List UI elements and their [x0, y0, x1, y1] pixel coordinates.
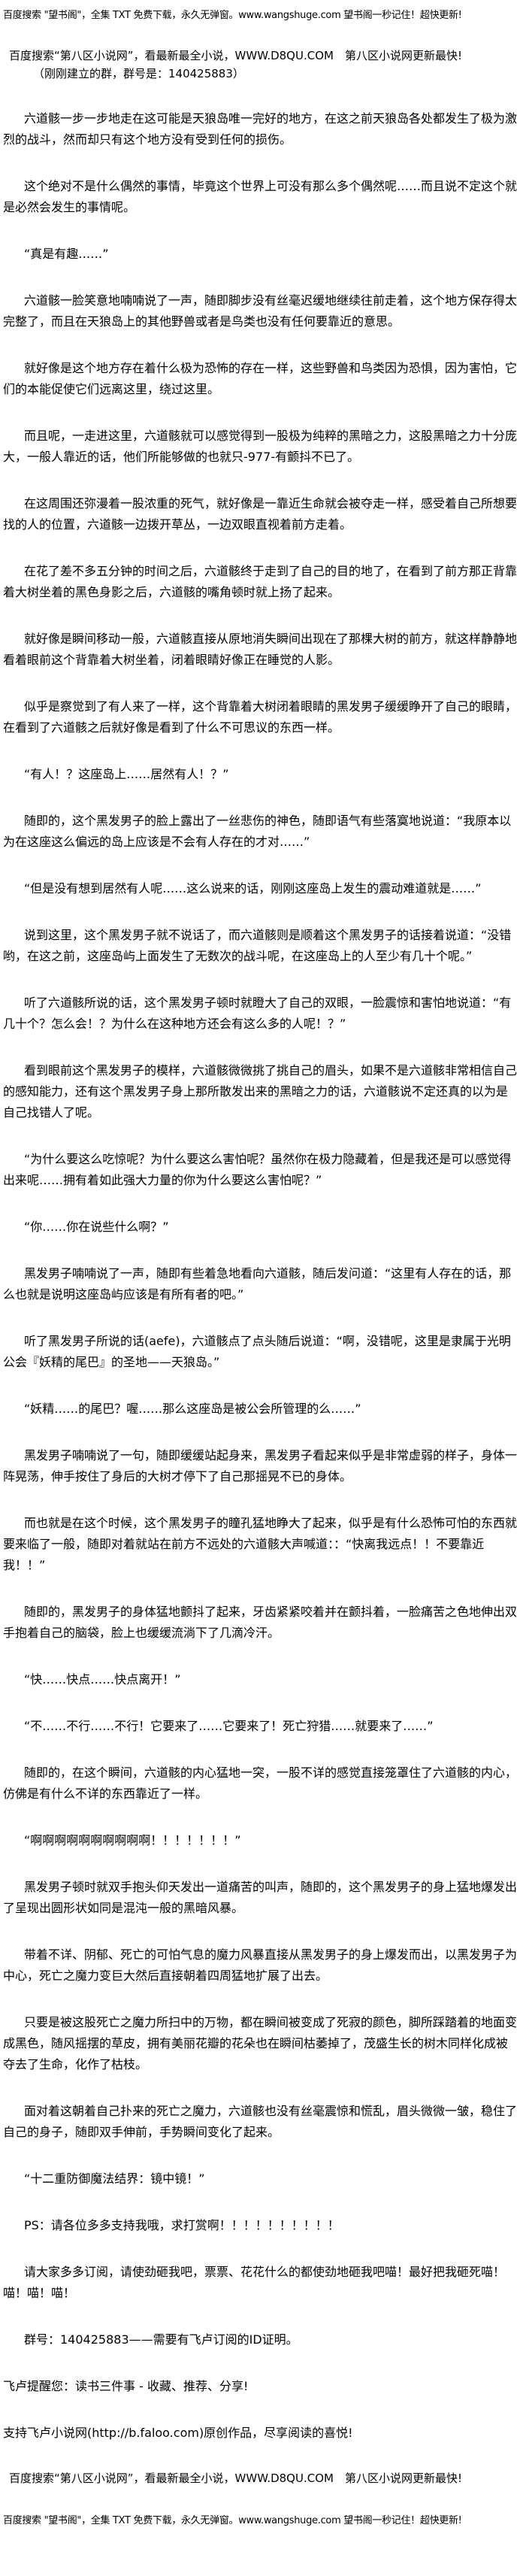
paragraph: 在这周围还弥漫着一股浓重的死气，就好像是一靠近生命就会被夺走一样，感受着自己所想… — [3, 496, 518, 532]
paragraph: 而也就是在这个时候，这个黑发男子的瞳孔猛地睁大了起来，似乎是有什么恐怖可怕的东西… — [3, 1516, 518, 1572]
paragraph: 而且呢，一走进这里，六道骸就可以感觉得到一股极为纯粹的黑暗之力，这股黑暗之力十分… — [3, 429, 518, 464]
paragraph: 看到眼前这个黑发男子的模样，六道骸微微挑了挑自己的眉头，如果不是六道骸非常相信自… — [3, 1063, 518, 1120]
paragraph: 面对着这朝着自己扑来的死亡之魔力，六道骸也没有丝毫震惊和慌乱，眉头微微一皱，稳住… — [3, 2104, 518, 2139]
paragraph: 六道骸一步一步地走在这可能是天狼岛唯一完好的地方，在这之前天狼岛各处都发生了极为… — [3, 111, 518, 147]
paragraph: 就好像是瞬间移动一般，六道骸直接从原地消失瞬间出现在了那棵大树的前方，就这样静静… — [3, 632, 518, 667]
paragraph: 随即的，黑发男子的身体猛地颤抖了起来，牙齿紧紧咬着并在颤抖着，一脸痛苦之色地伸出… — [3, 1605, 518, 1640]
group-number-note: （刚刚建立的群，群号是：140425883） — [33, 67, 244, 80]
paragraph: 带着不详、阴郁、死亡的可怕气息的魔力风暴直接从黑发男子的身上爆发而出，以黑发男子… — [3, 1947, 518, 1983]
paragraph: 六道骸一脸笑意地喃喃说了一声，随即脚步没有丝毫迟缓地继续往前走着，这个地方保存得… — [3, 293, 518, 329]
chapter-body: 六道骸一步一步地走在这可能是天狼岛唯一完好的地方，在这之前天狼岛各处都发生了极为… — [3, 108, 520, 2444]
paragraph: “为什么要这么吃惊呢？为什么要这么害怕呢？虽然你在极力隐藏着，但是我还是可以感觉… — [3, 1152, 512, 1187]
footer-site-ad-banner: 百度搜索“第八区小说网”，看最新最全小说，WWW.D8QU.COM 第八区小说网… — [9, 2471, 462, 2485]
paragraph: 随即的，这个黑发男子的脸上露出了一丝悲伤的神色，随即语气有些落寞地说道：“我原本… — [3, 814, 512, 849]
paragraph: “真是有趣……” — [24, 247, 109, 261]
paragraph: “妖精……的尾巴？喔……那么这座岛是被公会所管理的么……” — [24, 1402, 361, 1416]
paragraph: 群号：140425883——需要有飞卢订阅的ID证明。 — [24, 2332, 298, 2347]
paragraph: 支持飞卢小说网(http://b.faloo.com)原创作品，尽享阅读的喜悦! — [3, 2426, 353, 2440]
paragraph: 听了黑发男子所说的话(aefe)，六道骸点了点头随后说道：“啊，没错呢，这里是隶… — [3, 1334, 511, 1369]
paragraph: 听了六道骸所说的话，这个黑发男子顿时就瞪大了自己的双眼，一脸震惊和害怕地说道：“… — [3, 996, 512, 1031]
top-ad-banner: 百度搜索 "望书阁"，全集 TXT 免费下载，永久无弹窗。www.wangshu… — [3, 10, 462, 21]
paragraph: 随即的，在这个瞬间，六道骸的内心猛地一突，一股不详的感觉直接笼罩住了六道骸的内心… — [3, 1765, 518, 1801]
paragraph: 似乎是察觉到了有人来了一样，这个背靠着大树闭着眼睛的黑发男子缓缓睁开了自己的眼睛… — [3, 699, 518, 735]
footer-ad-banner: 百度搜索 "望书阁"，全集 TXT 免费下载，永久无弹窗。www.wangshu… — [3, 2515, 462, 2526]
paragraph: 黑发男子喃喃说了一声，随即有些着急地看向六道骸，随后发问道：“这里有人存在的话，… — [3, 1266, 512, 1302]
paragraph: “十二重防御魔法结界：镜中镜！” — [24, 2171, 205, 2186]
paragraph: “但是没有想到居然有人呢……这么说来的话，刚刚这座岛上发生的震动难道就是……” — [24, 881, 482, 896]
paragraph: “有人！？这座岛上……居然有人！？” — [24, 767, 229, 781]
paragraph: 说到这里，这个黑发男子就不说话了，而六道骸则是顺着这个黑发男子的话接着说道：“没… — [3, 928, 512, 963]
paragraph: 在花了差不多五分钟的时间之后，六道骸终于走到了自己的目的地了，在看到了前方那正背… — [3, 564, 518, 599]
paragraph: 这个绝对不是什么偶然的事情，毕竟这个世界上可没有那么多个偶然呢……而且说不定这个… — [3, 179, 518, 214]
paragraph: “快……快点……快点离开！” — [24, 1672, 181, 1687]
paragraph: “不……不行……不行！它要来了……它要来了！死亡狩猎……就要来了……” — [24, 1719, 434, 1733]
paragraph: 飞卢提醒您：读书三件事 - 收藏、推荐、分享! — [3, 2379, 249, 2393]
paragraph: 请大家多多订阅，请使劲砸我吧，票票、花花什么的都使劲地砸我吧喵！最好把我砸死喵！… — [3, 2265, 506, 2300]
paragraph: 黑发男子喃喃说了一句，随即缓缓站起身来，黑发男子看起来似乎是非常虚弱的样子，身体… — [3, 1448, 518, 1483]
paragraph: “啊啊啊啊啊啊啊啊啊啊！！！！！！！” — [24, 1833, 241, 1847]
paragraph: 黑发男子顿时就双手抱头仰天发出一道痛苦的叫声，随即的，这个黑发男子的身上猛地爆发… — [3, 1880, 518, 1915]
paragraph: “你……你在说些什么啊？” — [24, 1220, 169, 1234]
site-ad-banner: 百度搜索“第八区小说网”，看最新最全小说，WWW.D8QU.COM 第八区小说网… — [9, 49, 462, 62]
paragraph: 只要是被这股死亡之魔力所扫中的万物，都在瞬间被变成了死寂的颜色，脚所踩踏着的地面… — [3, 2015, 518, 2071]
paragraph: 就好像是这个地方存在着什么极为恐怖的存在一样，这些野兽和鸟类因为恐惧，因为害怕，… — [3, 361, 518, 396]
paragraph: PS：请各位多多支持我哦，求打赏啊！！！！！！！！！！ — [24, 2218, 340, 2232]
